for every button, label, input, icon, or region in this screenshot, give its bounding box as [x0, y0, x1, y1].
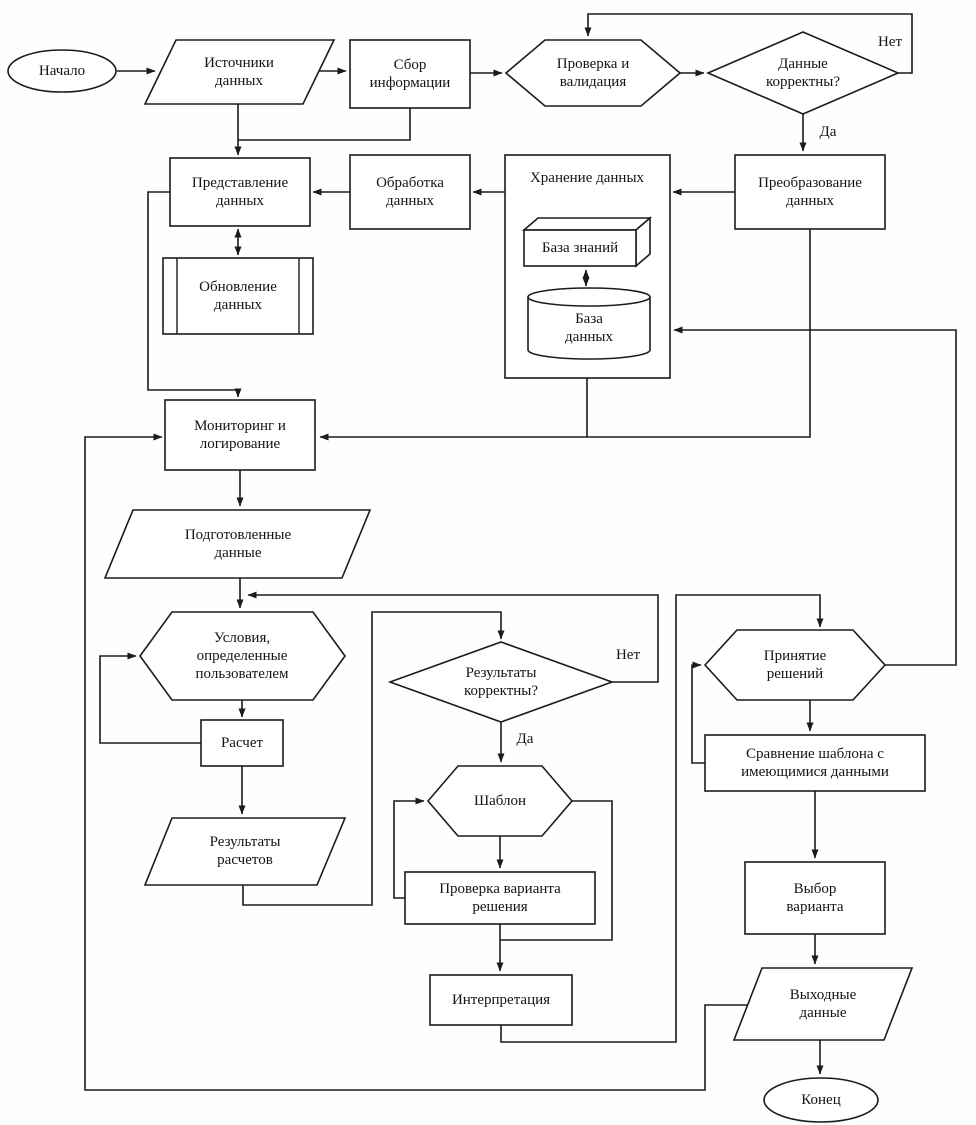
node-choose-label: Выбор варианта — [786, 880, 844, 915]
node-check-variant-label: Проверка варианта решения — [439, 880, 561, 915]
edge-compare-decision-loop — [691, 661, 705, 764]
node-validate-shape — [504, 39, 682, 107]
node-database-shape — [527, 287, 651, 360]
node-knowledge-base-label: База знаний — [541, 239, 619, 256]
node-decision-shape — [703, 629, 887, 701]
node-data-correct-shape — [705, 31, 901, 115]
node-validate-label: Проверка и валидация — [556, 55, 630, 90]
edge-results-no-return — [247, 591, 659, 683]
node-transform-shape — [734, 154, 886, 230]
node-presentation-shape — [169, 157, 311, 227]
node-start-shape — [7, 49, 117, 93]
edge-label-no-mid: Нет — [615, 646, 641, 663]
node-monitoring-shape — [164, 399, 316, 471]
node-choose-shape — [744, 861, 886, 935]
edge-label-yes-mid: Да — [516, 730, 534, 747]
node-sources-shape — [143, 39, 336, 105]
node-monitoring-label: Мониторинг и логирование — [194, 417, 286, 452]
node-output-shape — [732, 967, 914, 1041]
node-compare-label: Сравнение шаблона с имеющимися данными — [741, 745, 889, 780]
edge-results-to-diamond — [242, 611, 505, 906]
node-update-shape — [162, 257, 314, 335]
node-collect-label: Сбор информации — [369, 56, 451, 91]
nodes — [7, 31, 926, 1123]
node-end-shape — [763, 1077, 879, 1123]
node-output-label: Выходные данные — [789, 986, 857, 1021]
node-check-variant-shape — [404, 871, 596, 925]
edge-decision-storage-feedback — [673, 326, 957, 666]
node-storage-label: Хранение данных — [529, 169, 645, 186]
node-prepared-shape — [103, 509, 372, 579]
edge-correct-no-loop — [584, 13, 913, 74]
edge-calculation-conditions-loop — [99, 652, 201, 744]
node-results-correct-label: Результаты корректны? — [463, 664, 539, 699]
edge-output-monitoring-outer-loop — [84, 433, 748, 1091]
node-sources-label: Источники данных — [204, 54, 274, 89]
node-processing-shape — [349, 154, 471, 230]
node-start-label: Начало — [38, 62, 86, 79]
edge-right-feed-monitoring — [320, 229, 811, 437]
edge-label-no-top: Нет — [877, 33, 903, 50]
node-conditions-label: Условия, определенные пользователем — [195, 629, 289, 683]
node-prepared-label: Подготовленные данные — [184, 526, 292, 561]
node-results-correct-shape — [387, 641, 615, 723]
node-compare-shape — [704, 734, 926, 792]
node-decision-label: Принятие решений — [763, 647, 827, 682]
edge-check-template-left-loop — [393, 797, 425, 899]
node-data-correct-label: Данные корректны? — [765, 55, 841, 90]
node-calc-results-shape — [143, 817, 347, 886]
node-transform-label: Преобразование данных — [758, 174, 862, 209]
edge-template-right-path — [500, 800, 613, 941]
node-template-label: Шаблон — [473, 792, 527, 809]
edge-presentation-monitoring — [147, 191, 242, 398]
node-collect-shape — [349, 39, 471, 109]
edge-label-yes-top: Да — [819, 123, 837, 140]
node-calculation-shape — [200, 719, 284, 767]
node-template-shape — [426, 765, 574, 837]
node-interpretation-shape — [429, 974, 573, 1026]
edge-top-feed-presentation — [238, 104, 411, 155]
node-end-label: Конец — [801, 1091, 841, 1108]
node-calc-results-label: Результаты расчетов — [209, 833, 281, 868]
node-processing-label: Обработка данных — [376, 174, 444, 209]
node-knowledge-base-shape — [521, 216, 653, 268]
edge-interpretation-decision — [500, 594, 824, 1043]
node-presentation-label: Представление данных — [191, 174, 289, 209]
node-conditions-shape — [139, 611, 346, 701]
node-database-label: База данных — [565, 310, 613, 345]
node-calculation-label: Расчет — [220, 734, 264, 751]
edges — [84, 13, 957, 1091]
node-update-label: Обновление данных — [199, 278, 277, 313]
node-interpretation-label: Интерпретация — [451, 991, 551, 1008]
